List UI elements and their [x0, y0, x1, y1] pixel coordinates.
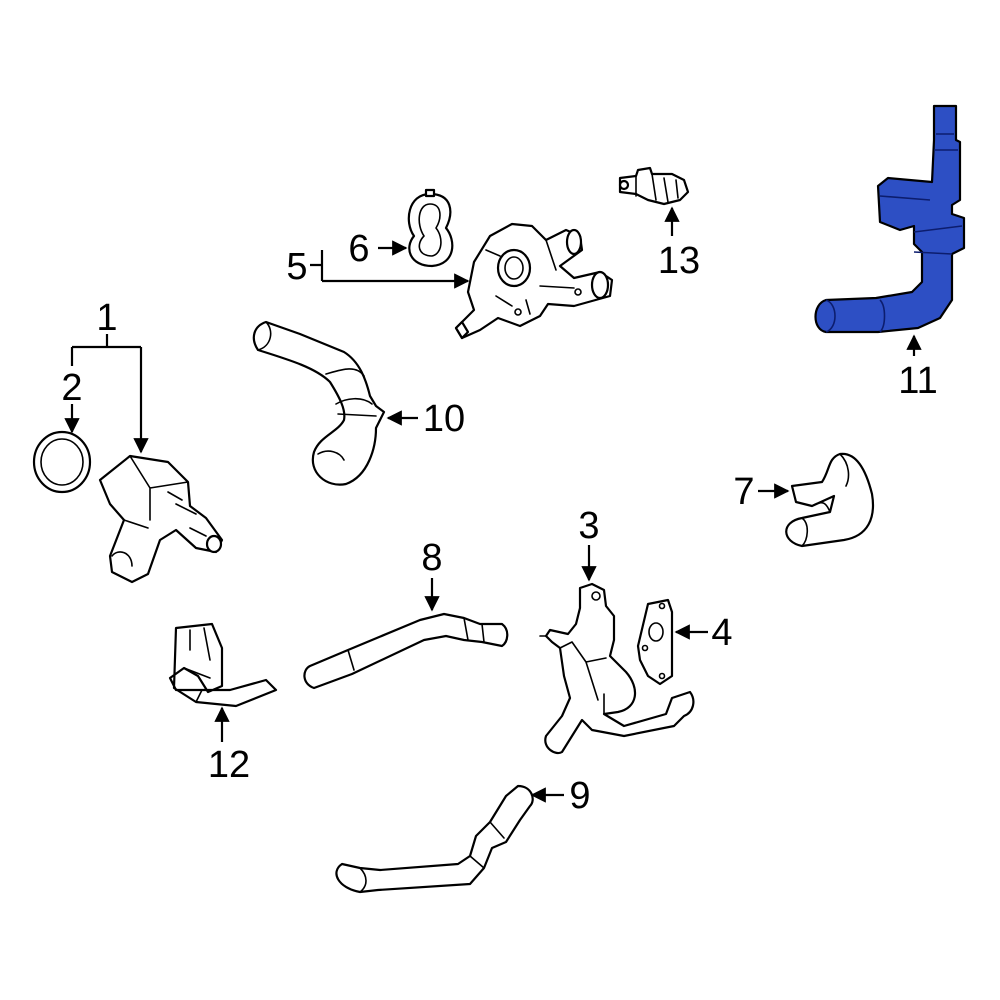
part-4-gasket[interactable] [636, 598, 674, 686]
callout-10: 10 [423, 398, 465, 440]
callout-labels: 1 2 5 6 13 10 11 7 8 3 4 12 9 [61, 228, 937, 817]
part-9-lower-hose[interactable] [335, 784, 534, 894]
part-5-outlet-housing[interactable] [454, 222, 614, 340]
callout-5: 5 [286, 246, 307, 288]
part-8-pipe[interactable] [303, 612, 509, 690]
part-10-hose[interactable] [252, 320, 386, 486]
part-13-sensor[interactable] [618, 166, 690, 206]
part-7-bent-hose[interactable] [785, 452, 874, 548]
callout-3: 3 [578, 505, 599, 547]
callout-7: 7 [733, 471, 754, 513]
part-1-thermostat-housing[interactable] [98, 454, 224, 584]
callout-11: 11 [898, 360, 937, 402]
callout-9: 9 [569, 775, 590, 817]
part-12-bracket[interactable] [168, 622, 278, 708]
leader-lines [64, 206, 922, 803]
callout-12: 12 [208, 744, 250, 786]
part-2-o-ring[interactable] [32, 430, 92, 494]
callout-1: 1 [96, 297, 117, 339]
callout-6: 6 [348, 228, 369, 270]
callout-2: 2 [61, 367, 82, 409]
part-11-highlighted-hose[interactable] [814, 104, 966, 334]
callout-13: 13 [658, 240, 700, 282]
callout-4: 4 [711, 612, 732, 654]
part-6-gasket[interactable] [407, 188, 454, 268]
callout-8: 8 [421, 537, 442, 579]
part-3-water-housing[interactable] [539, 582, 695, 755]
